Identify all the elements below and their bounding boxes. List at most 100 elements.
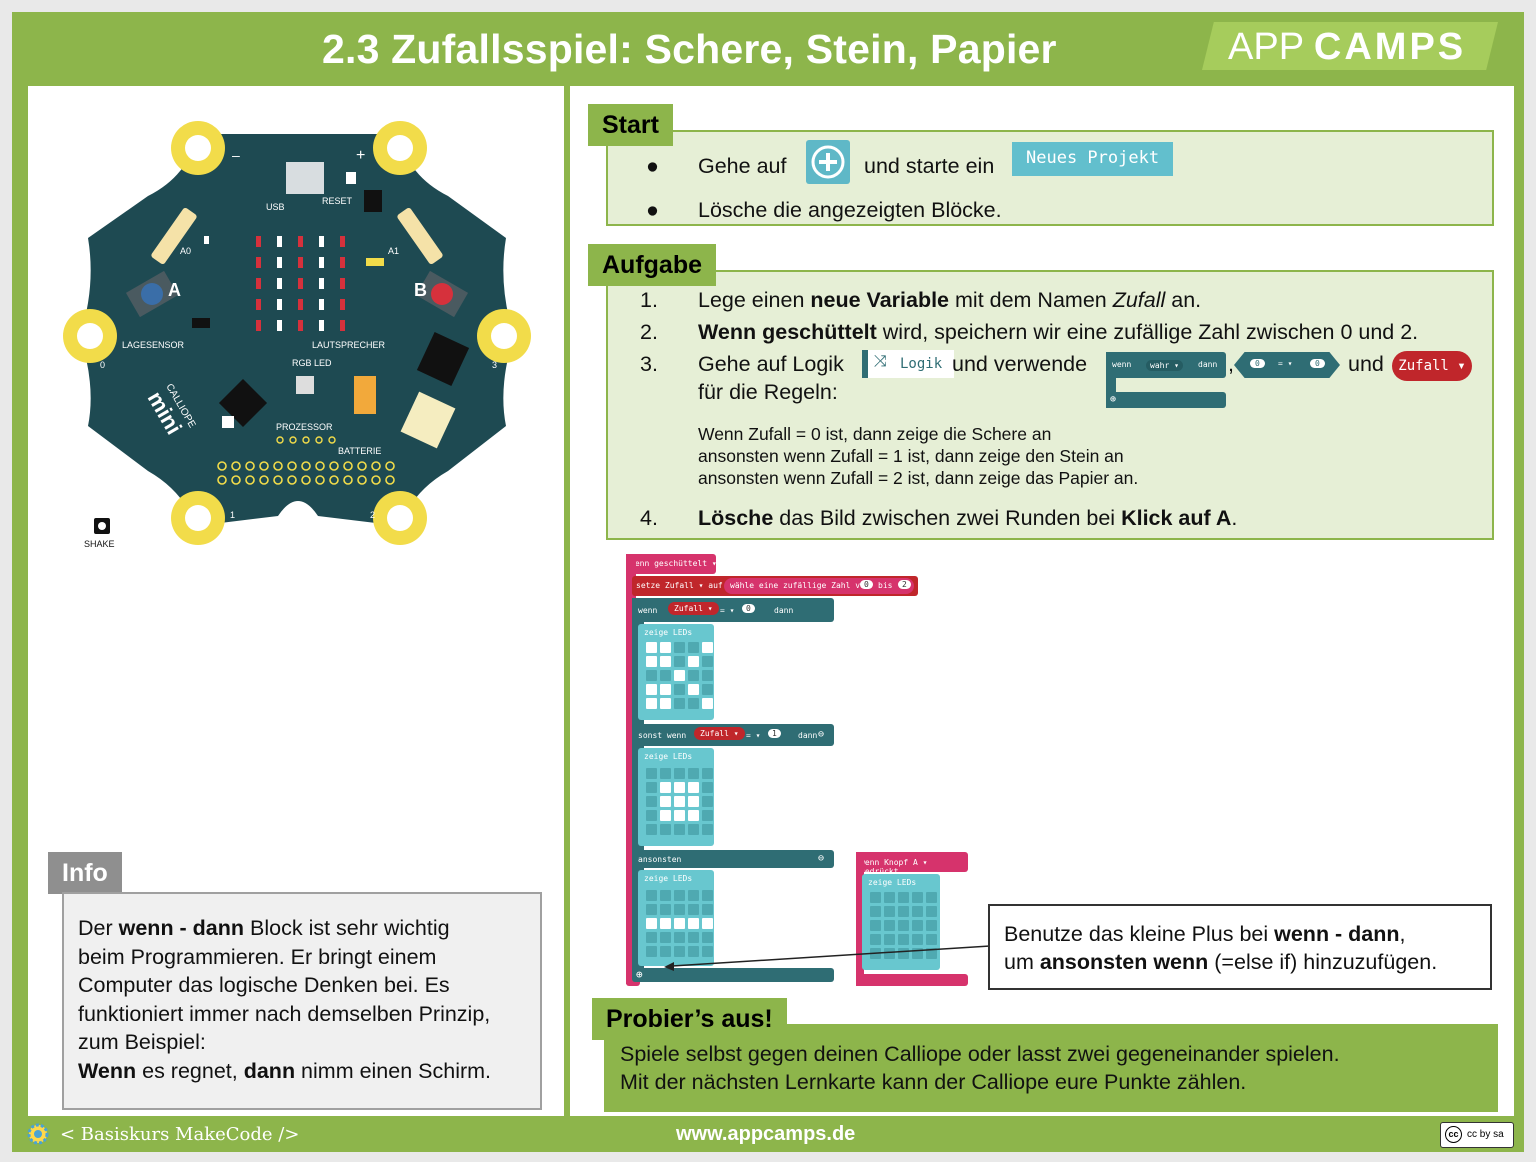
chip-dann: dann (1198, 360, 1218, 369)
info-line: Der wenn - dann Block ist sehr wichtig (78, 916, 450, 940)
add-else-if-plus-icon[interactable]: ⊕ (636, 968, 643, 981)
logik-category-chip[interactable]: ⤨ Logik (862, 350, 954, 378)
learning-card: 2.3 Zufallsspiel: Schere, Stein, Papier … (12, 12, 1524, 1152)
if-block[interactable] (632, 598, 834, 622)
on-shake-block[interactable] (626, 554, 716, 574)
label-pin3: 3 (492, 360, 497, 370)
pin-hole (315, 461, 325, 471)
led (660, 684, 671, 695)
else-block[interactable] (632, 850, 834, 868)
calliope-board-illustration: – + USB RESET A0 A1 A B L (63, 121, 531, 549)
random-to: 2 (898, 580, 911, 589)
led (646, 946, 657, 957)
pin-hole (357, 461, 367, 471)
if-then-block-chip[interactable]: wenn wahr ▾ dann ⊕ (1106, 352, 1226, 412)
pin-hole (329, 461, 339, 471)
label-lagesensor: LAGESENSOR (122, 340, 185, 350)
position-sensor-chip (192, 318, 210, 328)
board-led (256, 299, 261, 310)
remove-icon[interactable]: ⊖ (818, 729, 825, 740)
label-prozessor: PROZESSOR (276, 422, 333, 432)
led (702, 656, 713, 667)
led (646, 768, 657, 779)
label-a1: A1 (388, 246, 399, 256)
aufgabe-tab: Aufgabe (588, 244, 716, 286)
led (646, 904, 657, 915)
pin-hole (301, 475, 311, 485)
board-led (298, 236, 303, 247)
chip-left-value: 0 (1250, 359, 1265, 368)
new-project-button[interactable]: Neues Projekt (1012, 142, 1174, 176)
led (884, 934, 895, 945)
label-pin1: 1 (230, 510, 235, 520)
led (702, 918, 713, 929)
led (912, 892, 923, 903)
pin-hole (231, 475, 241, 485)
led (688, 946, 699, 957)
pin-hole (245, 461, 255, 471)
else-if-variable: Zufall ▾ (694, 727, 745, 740)
label-button-b: B (414, 280, 427, 300)
board-led (256, 257, 261, 268)
on-shake-label: wenn geschüttelt ▾ (630, 559, 717, 568)
board-led (319, 320, 324, 331)
board-led (256, 320, 261, 331)
led-matrix (256, 236, 345, 331)
page-title: 2.3 Zufallsspiel: Schere, Stein, Papier (322, 26, 1057, 72)
if-operator: = ▾ (720, 606, 735, 615)
if-value: 0 (742, 604, 755, 613)
right-panel: Start ● Gehe auf und starte ein Neues Pr… (570, 86, 1514, 1116)
cc-license-badge: cc cc by sa (1440, 1122, 1514, 1148)
aufgabe-item3-text-b: und verwende (952, 352, 1088, 376)
board-led (298, 320, 303, 331)
pin-hole (301, 461, 311, 471)
info-line: Computer das logische Denken bei. Es (78, 973, 450, 997)
led (646, 782, 657, 793)
label-button-a: A (168, 280, 181, 300)
led (646, 810, 657, 821)
info-line: zum Beispiel: (78, 1030, 206, 1054)
led (646, 796, 657, 807)
makecode-gear-icon (27, 1123, 49, 1145)
add-project-button[interactable] (806, 140, 850, 184)
battery-holder (400, 391, 456, 449)
led (926, 948, 937, 959)
comparison-block-chip[interactable]: 0 = ▾ 0 (1234, 352, 1340, 378)
led (926, 892, 937, 903)
pin-hole (357, 475, 367, 485)
board-led (340, 236, 345, 247)
start-tab: Start (588, 104, 673, 146)
board-led (277, 320, 282, 331)
if-then-label: dann (774, 606, 794, 615)
led (660, 656, 671, 667)
led (674, 918, 685, 929)
led (674, 698, 685, 709)
logo-text-bold: CAMPS (1313, 26, 1467, 68)
pin-hole (231, 461, 241, 471)
led (702, 810, 713, 821)
else-if-then-label: dann (798, 731, 818, 740)
else-if-value: 1 (768, 729, 781, 738)
set-variable-label: setze Zufall ▾ auf (636, 581, 723, 590)
show-leds-label: zeige LEDs (644, 752, 693, 761)
appcamps-logo: APP CAMPS (1202, 22, 1498, 70)
aufgabe-item3-text-c: für die Regeln: (698, 380, 838, 404)
remove-icon[interactable]: ⊖ (818, 853, 825, 864)
led (646, 698, 657, 709)
zufall-variable-chip[interactable]: Zufall ▾ (1392, 351, 1472, 381)
led (702, 890, 713, 901)
reset-button (364, 190, 382, 212)
show-leds-label: zeige LEDs (644, 628, 693, 637)
cc-icon: cc (1445, 1126, 1462, 1143)
board-led (277, 299, 282, 310)
led (688, 932, 699, 943)
led (870, 934, 881, 945)
led (702, 698, 713, 709)
footer: < Basiskurs MakeCode /> www.appcamps.de … (12, 1116, 1524, 1152)
led (688, 890, 699, 901)
website-link[interactable]: www.appcamps.de (676, 1123, 856, 1145)
on-button-label: wenn Knopf A ▾ gedrückt (860, 858, 928, 876)
led (660, 824, 671, 835)
button-a (125, 270, 179, 318)
